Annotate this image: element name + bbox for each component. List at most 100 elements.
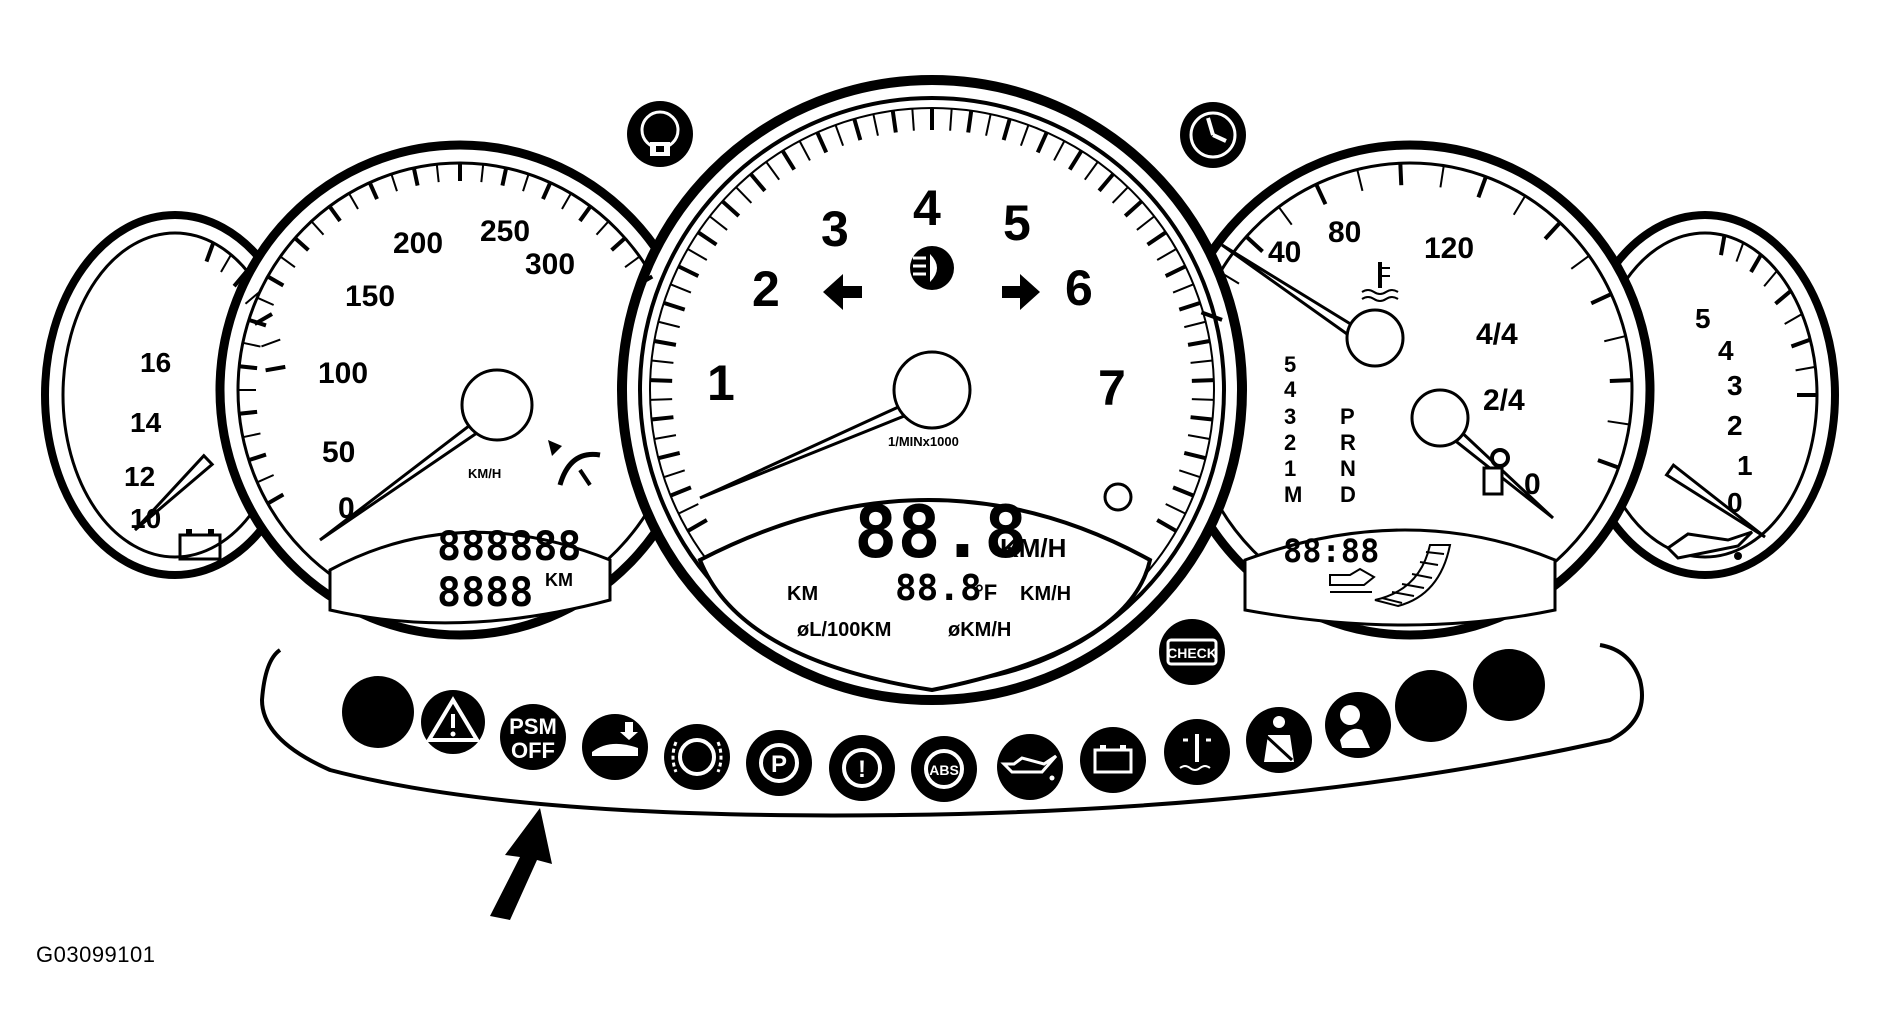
speed-tick [411,167,420,186]
tach-tick [1183,450,1207,461]
speed-label-0: 0 [338,492,355,525]
tach-tick [657,450,681,461]
tach-tick [678,503,699,515]
brake-warning-icon: ! [829,735,895,801]
speed-hub [460,368,534,442]
speed-tick [310,220,325,236]
speed-label-50: 50 [322,436,355,469]
tach-tick [1084,161,1099,181]
speed-label-250: 250 [480,215,530,248]
clock-display: 88:88 [1283,532,1379,570]
tach-tick [735,186,753,204]
tach-tick [1111,186,1129,204]
temp-hub [1345,308,1405,368]
voltage-label-12: 12 [124,461,155,492]
fuel-label-half: 2/4 [1483,384,1525,417]
tach-tick [686,518,708,533]
tach-label-3: 3 [821,201,849,257]
tempfuel-tick [1597,458,1620,470]
warning-lamp-row: PSM OFF P ! ABS [342,649,1545,802]
tach-tick [1123,199,1143,218]
gear-indicator: 5 4 3 2 1 M P R N D [1284,352,1356,507]
tach-tick [721,199,741,218]
gear-1: 1 [1284,456,1296,481]
tach-tick [687,248,708,261]
speed-tick [242,341,261,348]
convertible-top-icon [582,714,648,780]
speed-tick [327,205,342,223]
tach-tick [1146,230,1167,247]
speed-tick [242,432,261,439]
tach-label-1: 1 [707,355,735,411]
battery-icon [178,529,222,561]
tempfuel-tick [1219,271,1240,285]
high-beam-icon [910,246,954,290]
tempfuel-tick [1604,335,1626,343]
tach-tick [669,485,692,498]
speed-tick [266,492,285,506]
speed-tick [561,192,572,210]
tach-tick [677,264,700,278]
gear-d: D [1340,482,1356,507]
tach-tick [1019,124,1030,147]
lcd-line3-a: øL/100KM [797,619,891,641]
tach-label-7: 7 [1098,360,1126,416]
gear-n: N [1340,456,1356,481]
tempfuel-tick [1200,310,1223,322]
lcd-line3-b: øKM/H [948,619,1011,641]
tach-tick [1178,300,1201,312]
speed-tick [522,173,530,192]
gear-2: 2 [1284,430,1296,455]
tach-tick [1187,339,1211,347]
tach-tick [1184,320,1206,329]
tach-tick [1178,469,1201,479]
tach-tick [1190,359,1213,364]
oil-tick [1795,365,1816,372]
temp-fuel-labels: 40 80 120 4/4 2/4 0 88:88 [1268,216,1541,570]
tachometer-labels: 1 2 3 4 5 6 7 1/MINx1000 88.8 KM/H KM 88… [707,180,1126,641]
oil-tick [1790,337,1811,349]
tire-pressure-icon [627,101,693,167]
tach-tick [815,131,829,154]
speed-tick [279,255,296,268]
oil-pressure-gauge [1571,211,1839,579]
speed-tick [256,296,275,306]
volt-tick [261,338,281,348]
tempfuel-tick [1543,221,1562,241]
oil-can-icon [1665,530,1754,560]
tach-tick [651,359,674,364]
tempfuel-tick [1277,206,1293,226]
speed-label-300: 300 [525,248,575,281]
figure-id: G03099101 [36,942,156,967]
abs-label: ABS [929,762,959,778]
battery-warning-icon [1080,727,1146,793]
speed-tick [293,236,310,252]
tach-tick [1172,485,1195,498]
lcd-speed-value: 88.8 [854,490,1027,574]
volt-tick [204,242,216,263]
tach-tick [765,161,780,181]
speed-tick [256,474,275,484]
tach-tick [663,469,686,479]
temp-label-120: 120 [1424,232,1474,265]
speed-tick [239,409,258,416]
speed-unit-label: KM/H [468,466,501,481]
speed-tick [248,452,267,463]
lcd-line2-prefix: KM [787,583,818,605]
odometer-unit: KM [545,570,573,590]
gear-p: P [1340,404,1355,429]
tach-tick [650,378,673,383]
oil-tick [1719,235,1727,256]
fuel-pump-icon [1482,448,1510,496]
voltage-label-10: 10 [130,503,161,534]
turn-left-arrow-icon [823,274,862,310]
tach-tick [1191,378,1214,383]
oil-pressure-labels: 5 4 3 2 1 0 [1695,303,1753,518]
oil-label-1: 1 [1737,450,1753,481]
volt-tick [220,254,232,273]
speed-tick [390,173,398,192]
gear-4: 4 [1284,377,1297,402]
psm-off-icon: PSM OFF [500,704,566,770]
volt-needle [133,453,215,532]
